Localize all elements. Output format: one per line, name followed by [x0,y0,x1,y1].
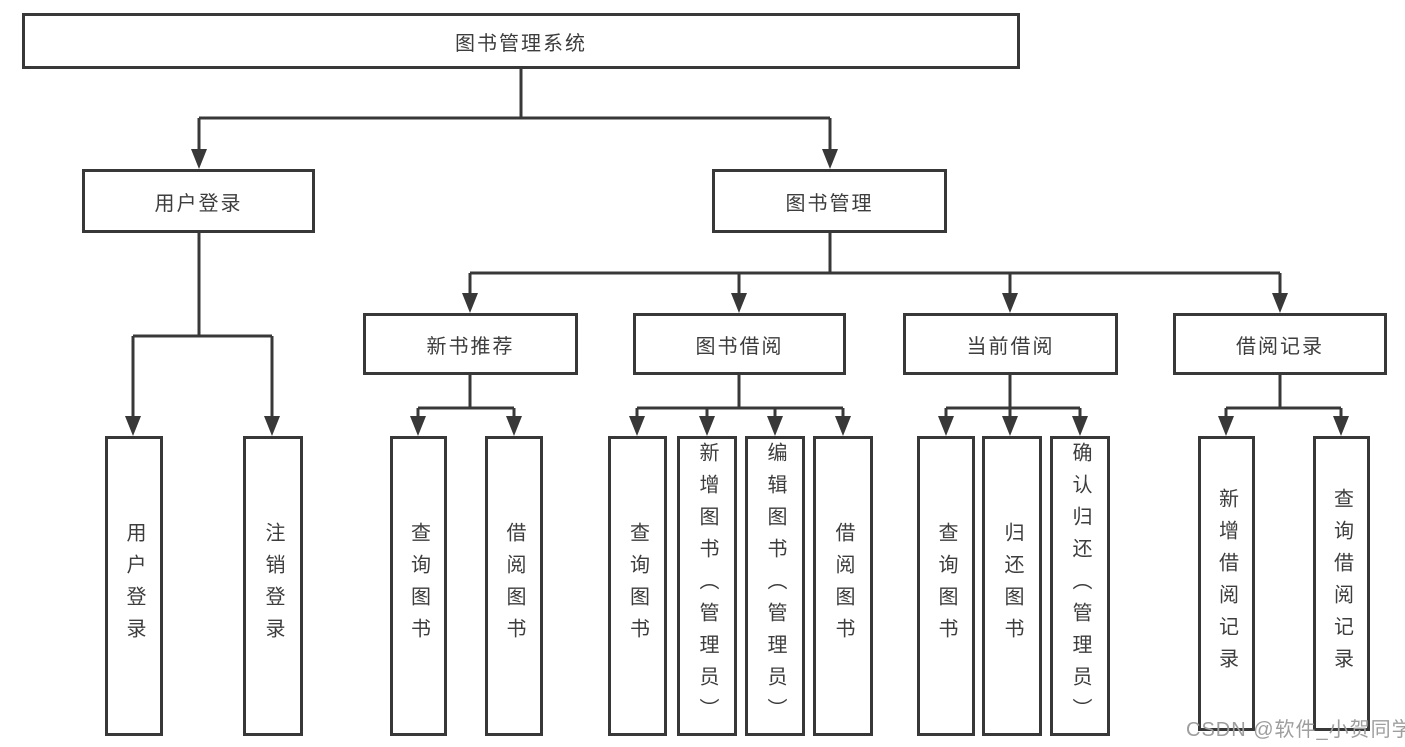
leaf-borrow-books: 借阅图书 [813,436,873,736]
node-root-library-system: 图书管理系统 [22,13,1020,69]
node-current-borrow: 当前借阅 [903,313,1118,375]
leaf-query-books-recommend: 查询图书 [390,436,447,736]
leaf-edit-books-admin: 编辑图书（管理员） [745,436,805,736]
leaf-query-books-borrow: 查询图书 [608,436,667,736]
leaf-borrow-books-recommend: 借阅图书 [485,436,543,736]
node-new-book-recommend: 新书推荐 [363,313,578,375]
node-book-borrow: 图书借阅 [633,313,846,375]
leaf-logout: 注销登录 [243,436,303,736]
leaf-add-books-admin: 新增图书（管理员） [677,436,737,736]
leaf-query-borrow-record: 查询借阅记录 [1313,436,1370,731]
leaf-query-books-current: 查询图书 [917,436,975,736]
node-user-login: 用户登录 [82,169,315,233]
node-borrow-records: 借阅记录 [1173,313,1387,375]
leaf-user-login: 用户登录 [105,436,163,736]
leaf-return-books: 归还图书 [982,436,1042,736]
leaf-add-borrow-record: 新增借阅记录 [1198,436,1255,731]
leaf-confirm-return-admin: 确认归还（管理员） [1050,436,1110,736]
csdn-watermark: CSDN @软件_小贺同学 [1186,719,1405,741]
node-book-management: 图书管理 [712,169,947,233]
